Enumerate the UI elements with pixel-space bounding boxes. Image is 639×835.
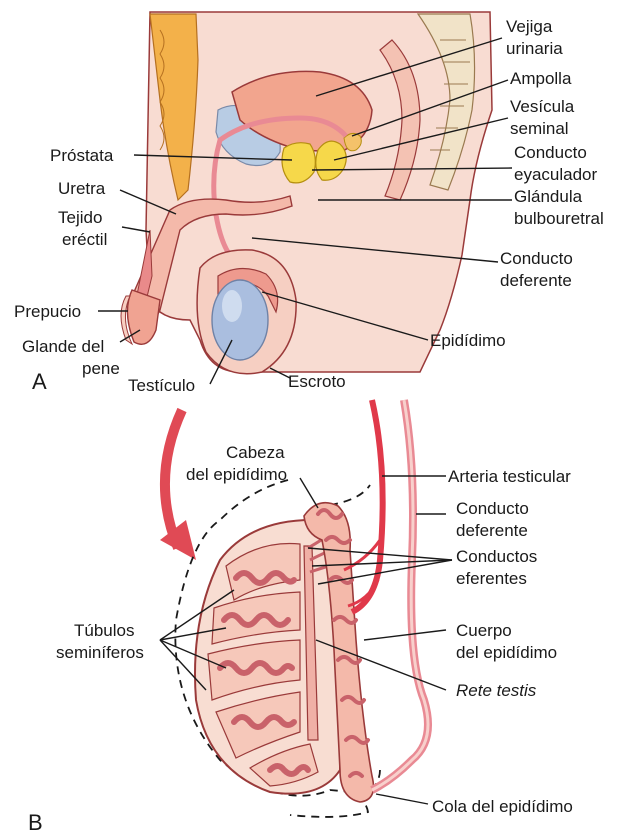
label-tubulos-1: Túbulos [74,621,134,640]
label-ampolla: Ampolla [510,69,572,88]
label-glandula-1: Glándula [514,187,583,206]
label-conducto-eyac-2: eyaculador [514,165,598,184]
label-cuerpo-1: Cuerpo [456,621,512,640]
label-deferente-a-1: Conducto [500,249,573,268]
label-vesicula-1: Vesícula [510,97,575,116]
label-prostata: Próstata [50,146,114,165]
label-vejiga-1: Vejiga [506,17,553,36]
label-uretra: Uretra [58,179,106,198]
label-glandula-2: bulbouretral [514,209,604,228]
panel-b-illustration [160,400,428,817]
panel-label-b: B [28,810,43,835]
leader-cabeza [300,478,318,508]
label-vesicula-2: seminal [510,119,569,138]
label-cola: Cola del epidídimo [432,797,573,816]
label-rete-testis: Rete testis [456,681,537,700]
label-cabeza-1: Cabeza [226,443,285,462]
label-epididimo: Epidídimo [430,331,506,350]
label-deferente-b-1: Conducto [456,499,529,518]
label-glande-2: pene [82,359,120,378]
leader-cuerpo [364,630,446,640]
label-eferentes-1: Conductos [456,547,537,566]
glans [127,290,160,344]
testis-shape [212,280,268,360]
label-cabeza-2: del epidídimo [186,465,287,484]
panel-label-a: A [32,369,47,394]
label-deferente-a-2: deferente [500,271,572,290]
label-arteria: Arteria testicular [448,467,571,486]
leader-cola [376,794,428,804]
panel-a-illustration [121,12,492,374]
label-prepucio: Prepucio [14,302,81,321]
label-cuerpo-2: del epidídimo [456,643,557,662]
label-conducto-eyac-1: Conducto [514,143,587,162]
testis-highlight [222,290,242,322]
label-glande-1: Glande del [22,337,104,356]
label-tejido-1: Tejido [58,208,102,227]
label-testiculo: Testículo [128,376,195,395]
label-tejido-2: eréctil [62,230,107,249]
label-vejiga-2: urinaria [506,39,563,58]
prostate-gland [282,143,315,183]
label-eferentes-2: eferentes [456,569,527,588]
label-escroto: Escroto [288,372,346,391]
label-tubulos-2: seminíferos [56,643,144,662]
label-deferente-b-2: deferente [456,521,528,540]
